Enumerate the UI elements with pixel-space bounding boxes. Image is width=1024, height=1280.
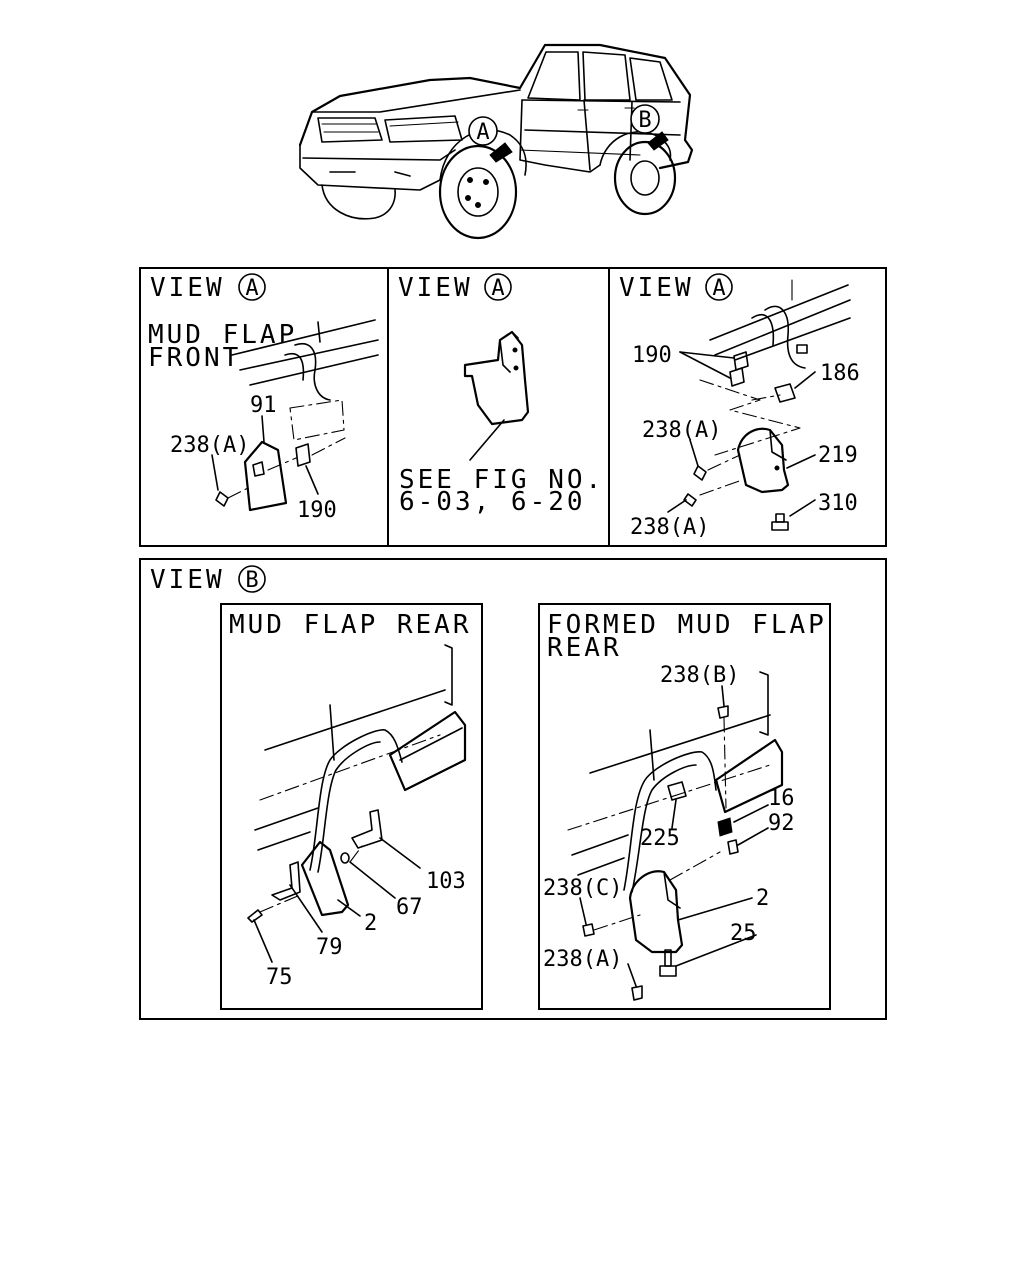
view-b-circle-letter: B <box>245 568 258 593</box>
marker-b-label: B <box>638 108 651 133</box>
formed-label-92: 92 <box>768 811 795 836</box>
formed-label-25: 25 <box>730 921 757 946</box>
view-a2-circle-letter: A <box>491 276 504 301</box>
marker-a-callout: A <box>468 116 498 146</box>
formed-label-225: 225 <box>640 826 680 851</box>
view-b-heading: VIEW <box>150 565 225 595</box>
rear-label-2: 2 <box>364 911 377 936</box>
formed-label-2: 2 <box>756 886 769 911</box>
formed-mud-flap-rear-panel: FORMED MUD FLAP REAR <box>538 603 831 1010</box>
vehicle-illustration <box>298 43 694 240</box>
view-a3-label-310: 310 <box>818 491 858 516</box>
view-a1-panel: VIEW A MUD FLAP FRONT 91 238(A) 190 <box>148 273 379 523</box>
rear-label-103: 103 <box>426 869 466 894</box>
view-a2-note-line2: 6-03, 6-20 <box>399 487 586 517</box>
view-a1-heading: VIEW <box>150 273 225 303</box>
view-a3-label-238a-lower: 238(A) <box>630 515 709 540</box>
view-a1-circle-letter: A <box>245 276 258 301</box>
view-a1-label-190: 190 <box>297 498 337 523</box>
mud-flap-rear-panel: MUD FLAP REAR 103 67 2 79 75 <box>220 603 483 1010</box>
view-a3-label-238a-upper: 238(A) <box>642 418 721 443</box>
mud-flap-rear-title: MUD FLAP REAR <box>229 610 472 640</box>
formed-title-line1: FORMED MUD FLAP <box>547 610 827 640</box>
formed-label-16: 16 <box>768 786 795 811</box>
view-a1-title-line2: FRONT <box>148 343 241 373</box>
marker-a-label: A <box>476 120 489 145</box>
view-a-frame <box>139 267 887 547</box>
rear-label-67: 67 <box>396 895 423 920</box>
view-a3-label-190: 190 <box>632 343 672 368</box>
view-a3-label-219: 219 <box>818 443 858 468</box>
rear-label-75: 75 <box>266 965 293 990</box>
view-a1-label-238a: 238(A) <box>170 433 249 458</box>
view-a3-panel: VIEW A 190 186 238(A) <box>619 273 860 540</box>
formed-label-238c: 238(C) <box>543 876 622 901</box>
formed-label-238b: 238(B) <box>660 663 739 688</box>
view-b-frame <box>139 558 887 1020</box>
rear-label-79: 79 <box>316 935 343 960</box>
view-a2-note-line1: SEE FIG NO. <box>399 465 604 495</box>
view-a2-heading: VIEW <box>398 273 473 303</box>
formed-label-238a: 238(A) <box>543 947 622 972</box>
view-a3-label-186: 186 <box>820 361 860 386</box>
formed-title-line2: REAR <box>547 633 622 663</box>
view-a1-label-91: 91 <box>250 393 277 418</box>
view-a2-panel: VIEW A SEE FIG NO. 6-03, 6-20 <box>398 273 604 517</box>
view-a3-heading: VIEW <box>619 273 694 303</box>
view-a3-circle-letter: A <box>712 276 725 301</box>
marker-b-callout: B <box>630 104 660 134</box>
